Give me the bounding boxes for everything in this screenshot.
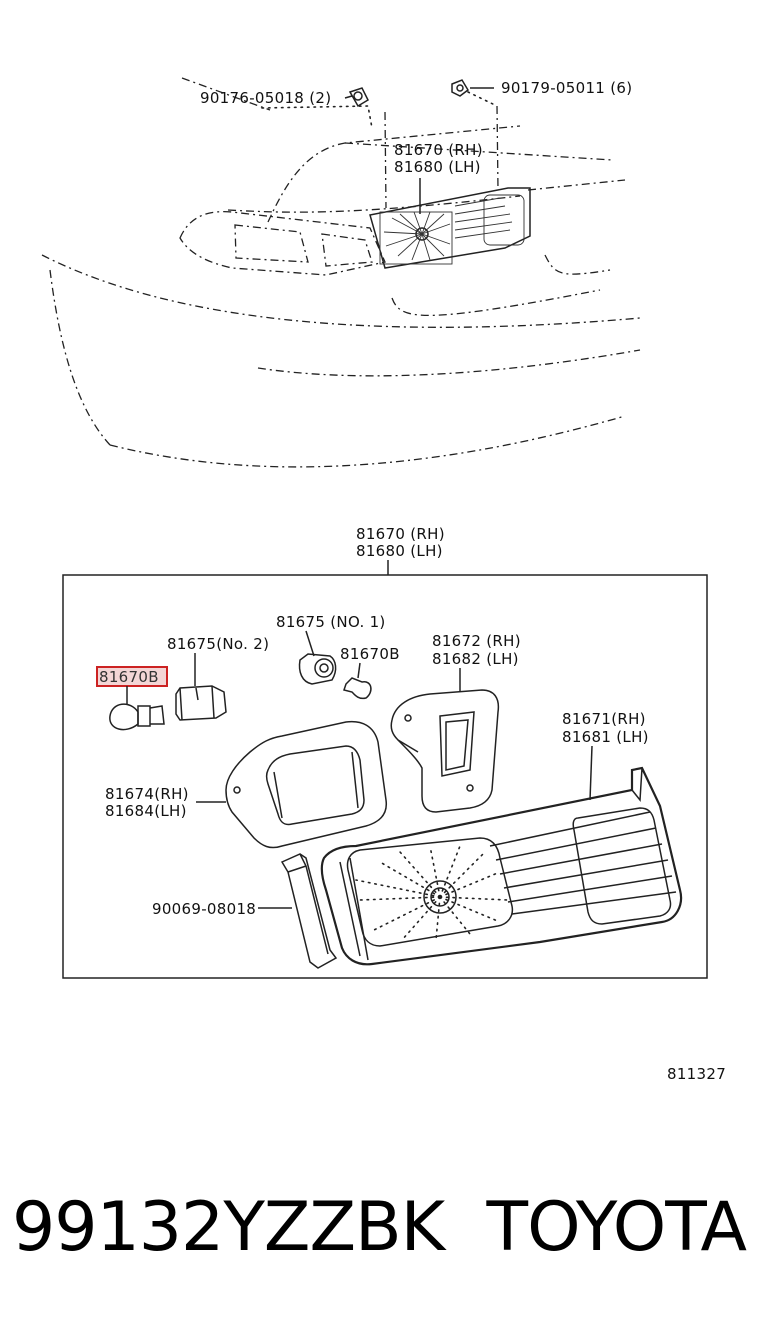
label-81675-no1: 81675 (NO. 1) <box>276 613 386 631</box>
label-90176-05018: 90176-05018 (2) <box>200 89 331 107</box>
label-81681-lh: 81681 (LH) <box>562 728 649 746</box>
label-81670-rh-assy: 81670 (RH) <box>356 525 445 543</box>
clip-icon <box>451 79 469 97</box>
figure-number: 811327 <box>667 1065 726 1083</box>
label-81671-rh: 81671(RH) <box>562 710 646 728</box>
gasket-icon <box>390 689 500 813</box>
part-number: 99132YZZBK <box>12 1188 445 1267</box>
cover-icon <box>225 720 388 849</box>
socket-no1-icon <box>298 653 337 685</box>
highlight-box <box>96 666 168 687</box>
label-81670b-highlighted[interactable]: 81670B <box>99 668 159 686</box>
label-81670-rh-top: 81670 (RH) <box>394 141 483 159</box>
label-81674-rh: 81674(RH) <box>105 785 189 803</box>
lens-body-icon <box>320 766 683 966</box>
label-81670b-wedge: 81670B <box>340 645 400 663</box>
label-81672-rh: 81672 (RH) <box>432 632 521 650</box>
car-rear-view <box>41 77 641 468</box>
label-90179-05011: 90179-05011 (6) <box>501 79 632 97</box>
tape-icon <box>280 853 338 969</box>
screw-icon <box>348 87 369 108</box>
exploded-view-frame <box>62 574 708 979</box>
label-90069-08018: 90069-08018 <box>152 900 256 918</box>
label-81682-lh: 81682 (LH) <box>432 650 519 668</box>
socket-icon <box>175 685 227 721</box>
bulb-icon <box>109 703 165 731</box>
label-81680-lh-top: 81680 (LH) <box>394 158 481 176</box>
wedge-bulb-icon <box>343 677 372 700</box>
brand-name: TOYOTA <box>486 1188 747 1267</box>
label-81684-lh: 81684(LH) <box>105 802 187 820</box>
label-81680-lh-assy: 81680 (LH) <box>356 542 443 560</box>
label-81675-no2: 81675(No. 2) <box>167 635 269 653</box>
